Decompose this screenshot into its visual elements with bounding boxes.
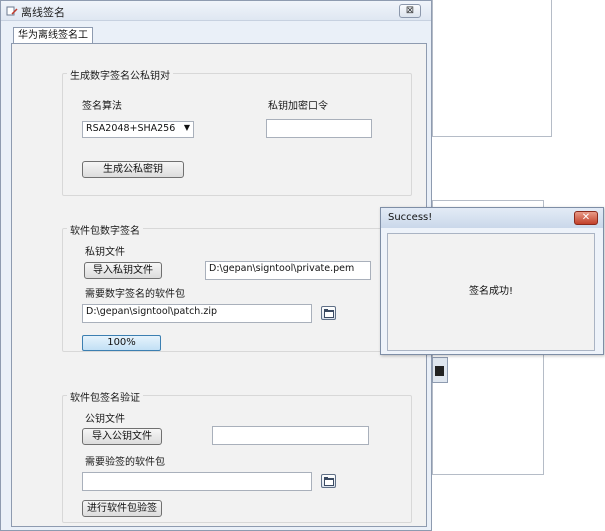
public-key-path-input[interactable]: [212, 426, 369, 445]
verify-group-title: 软件包签名验证: [67, 389, 143, 404]
dialog-message: 签名成功!: [468, 286, 513, 297]
passphrase-label: 私钥加密口令: [268, 101, 328, 112]
browse-package-button[interactable]: [321, 306, 336, 320]
import-public-key-button[interactable]: 导入公钥文件: [82, 428, 162, 445]
dialog-close-icon[interactable]: ✕: [574, 211, 598, 225]
tab-panel: 生成数字签名公私钥对 签名算法 私钥加密口令 RSA2048+SHA256 ▼ …: [11, 43, 427, 527]
main-window: 离线签名 ⊠ 华为离线签名工具 生成数字签名公私钥对 签名算法 私钥加密口令 R…: [0, 0, 432, 531]
import-private-key-button[interactable]: 导入私钥文件: [84, 262, 162, 279]
private-key-label: 私钥文件: [85, 247, 125, 258]
app-icon: [6, 5, 18, 17]
dialog-body: 签名成功!: [387, 233, 595, 351]
generate-keys-button[interactable]: 生成公私密钥: [82, 161, 184, 178]
package-to-verify-label: 需要验签的软件包: [85, 457, 165, 468]
background-window-fragment-icon: [432, 357, 448, 383]
chevron-down-icon: ▼: [183, 123, 190, 132]
keygen-group-title: 生成数字签名公私钥对: [67, 67, 173, 82]
algorithm-select-value: RSA2048+SHA256: [86, 123, 176, 134]
tab-offline-sign-tool[interactable]: 华为离线签名工具: [13, 27, 93, 56]
title-bar[interactable]: 离线签名 ⊠: [1, 1, 431, 21]
success-dialog: Success! ✕ 签名成功!: [380, 207, 604, 355]
keygen-group: 生成数字签名公私钥对: [62, 67, 412, 196]
passphrase-input[interactable]: [266, 119, 372, 138]
package-to-sign-label: 需要数字签名的软件包: [85, 289, 185, 300]
verify-package-path-input[interactable]: [82, 472, 312, 491]
sign-group-title: 软件包数字签名: [67, 222, 143, 237]
window-title: 离线签名: [21, 6, 65, 19]
browse-verify-package-button[interactable]: [321, 474, 336, 488]
private-key-path-field[interactable]: D:\gepan\signtool\private.pem: [205, 261, 371, 280]
verify-package-button[interactable]: 进行软件包验签: [82, 500, 162, 517]
folder-icon: [324, 309, 334, 318]
algorithm-label: 签名算法: [82, 101, 122, 112]
close-icon[interactable]: ⊠: [399, 4, 421, 18]
background-window-right: [432, 0, 552, 137]
dialog-title-bar[interactable]: Success! ✕: [381, 208, 603, 228]
verify-group: 软件包签名验证: [62, 389, 412, 523]
dialog-title: Success!: [388, 212, 433, 223]
algorithm-select[interactable]: RSA2048+SHA256 ▼: [82, 121, 194, 138]
public-key-label: 公钥文件: [85, 414, 125, 425]
folder-icon: [324, 477, 334, 486]
sign-progress-bar[interactable]: 100%: [82, 335, 161, 351]
package-path-field[interactable]: D:\gepan\signtool\patch.zip: [82, 304, 312, 323]
